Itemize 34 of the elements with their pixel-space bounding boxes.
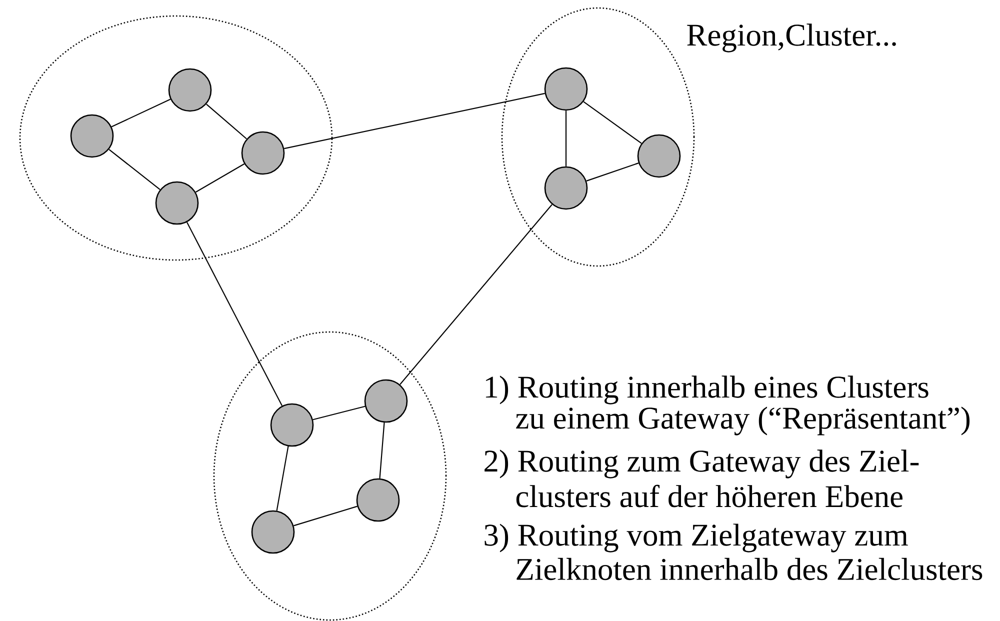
connector-line: [206, 104, 247, 140]
network-node: [637, 134, 681, 178]
note-text: zu einem Gateway (“Repräsentant”): [516, 406, 970, 436]
connector-line: [400, 204, 552, 385]
cluster-label: Region,Cluster...: [687, 24, 896, 52]
connector-line: [276, 446, 289, 511]
network-node: [544, 67, 588, 111]
note-text: Zielknoten innerhalb des Zielclusters: [516, 558, 982, 580]
connector-line: [583, 101, 642, 144]
network-node: [241, 131, 285, 175]
note-text: 1) Routing innerhalb eines Clusters: [486, 376, 928, 404]
network-node: [168, 68, 212, 112]
network-node: [356, 478, 400, 522]
network-node: [155, 181, 199, 225]
network-node: [70, 114, 114, 158]
connector-line: [108, 148, 160, 190]
network-node: [270, 403, 314, 447]
connector-line: [195, 163, 245, 193]
connector-line: [186, 222, 283, 406]
note-text: 3) Routing vom Zielgateway zum: [484, 524, 908, 552]
connector-line: [111, 98, 171, 128]
network-node: [364, 379, 408, 423]
cluster-ellipse: [213, 331, 447, 621]
connector-line: [284, 92, 545, 150]
connector-line: [586, 162, 639, 182]
note-text: 2) Routing zum Gateway des Ziel-: [484, 450, 919, 478]
note-text: clusters auf der höheren Ebene: [516, 484, 902, 508]
connector-line: [312, 406, 366, 420]
cluster-ellipse: [19, 15, 333, 261]
connector-line: [565, 110, 567, 166]
network-node: [251, 510, 295, 554]
connector-line: [379, 422, 385, 478]
connector-line: [294, 506, 358, 526]
network-node: [544, 166, 588, 210]
